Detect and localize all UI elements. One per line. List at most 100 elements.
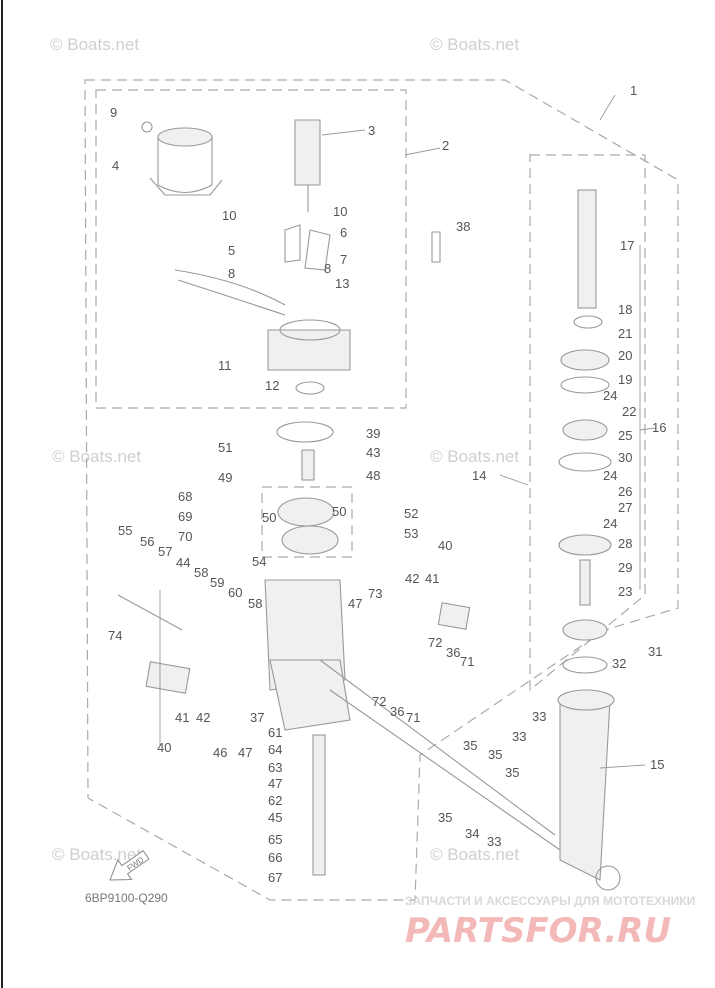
callout-52: 52	[404, 506, 418, 521]
callout-19: 19	[618, 372, 632, 387]
callout-40: 40	[438, 538, 452, 553]
watermarks: © Boats.net © Boats.net © Boats.net © Bo…	[50, 35, 519, 864]
end-cover	[267, 329, 351, 371]
callout-38: 38	[456, 219, 470, 234]
callout-27: 27	[618, 500, 632, 515]
callout-10: 10	[222, 208, 236, 223]
bolt-74	[117, 594, 183, 631]
callout-35: 35	[488, 747, 502, 762]
callout-25: 25	[618, 428, 632, 443]
wire-lead	[174, 269, 286, 306]
tube-35	[319, 659, 556, 836]
pump-parts	[117, 449, 561, 876]
callout-67: 67	[268, 870, 282, 885]
callout-44: 44	[176, 555, 190, 570]
callout-5: 5	[228, 243, 235, 258]
callout-47: 47	[268, 776, 282, 791]
callout-33: 33	[487, 834, 501, 849]
callout-29: 29	[618, 560, 632, 575]
callout-34: 34	[465, 826, 479, 841]
callout-41: 41	[425, 571, 439, 586]
bolt-23	[579, 559, 591, 606]
assembly-outline-1	[84, 79, 679, 901]
lead-3	[321, 129, 366, 136]
callout-32: 32	[612, 656, 626, 671]
watermark-boats: © Boats.net	[430, 447, 519, 466]
callout-35: 35	[505, 765, 519, 780]
callout-11: 11	[218, 358, 232, 373]
callout-36: 36	[446, 645, 460, 660]
callout-24: 24	[603, 388, 617, 403]
callout-3: 3	[368, 123, 375, 138]
callout-69: 69	[178, 509, 192, 524]
oring-19	[560, 376, 610, 394]
callout-17: 17	[620, 238, 634, 253]
motor-assembly-outline	[95, 89, 407, 409]
shop-tagline: ЗАПЧАСТИ И АКСЕССУАРЫ ДЛЯ МОТОТЕХНИКИ	[405, 894, 695, 908]
callout-56: 56	[140, 534, 154, 549]
callout-20: 20	[618, 348, 632, 363]
piston-25	[562, 419, 608, 441]
cylinder-top	[557, 689, 615, 711]
callout-33: 33	[532, 709, 546, 724]
callout-68: 68	[178, 489, 192, 504]
bolt-38	[431, 231, 441, 263]
tube-35b	[329, 689, 561, 851]
valve-40b	[437, 602, 471, 630]
callout-26: 26	[618, 484, 632, 499]
oring-13	[279, 319, 341, 341]
lead-1	[599, 94, 616, 121]
callout-31: 31	[648, 644, 662, 659]
callout-8: 8	[324, 261, 331, 276]
callout-13: 13	[335, 276, 349, 291]
callout-6: 6	[340, 225, 347, 240]
seal-18	[573, 315, 603, 329]
brush-holder	[284, 224, 301, 263]
callout-22: 22	[622, 404, 636, 419]
watermark-boats: © Boats.net	[50, 35, 139, 54]
callout-42: 42	[196, 710, 210, 725]
callout-74: 74	[108, 628, 122, 643]
callout-36: 36	[390, 704, 404, 719]
cap-20	[560, 349, 610, 371]
fwd-arrow-icon: FWD	[109, 849, 150, 881]
washer-28	[558, 534, 612, 556]
callout-7: 7	[340, 252, 347, 267]
diagram-code: 6BP9100-Q290	[85, 891, 168, 905]
callout-35: 35	[438, 810, 452, 825]
lead-2	[404, 147, 441, 156]
callout-16: 16	[652, 420, 666, 435]
cylinder-15	[559, 699, 611, 881]
callout-39: 39	[366, 426, 380, 441]
callout-65: 65	[268, 832, 282, 847]
leader-lines	[159, 94, 656, 769]
callout-58: 58	[248, 596, 262, 611]
callout-43: 43	[366, 445, 380, 460]
callout-30: 30	[618, 450, 632, 465]
manifold	[269, 659, 351, 731]
gear-pump-50	[277, 497, 335, 527]
armature	[294, 119, 321, 186]
motor-parts	[141, 119, 441, 443]
callout-42: 42	[405, 571, 419, 586]
callout-12: 12	[265, 378, 279, 393]
callout-55: 55	[118, 523, 132, 538]
callout-14: 14	[472, 468, 486, 483]
callout-72: 72	[372, 694, 386, 709]
valve-40	[145, 661, 191, 694]
callout-28: 28	[618, 536, 632, 551]
callout-9: 9	[110, 105, 117, 120]
cylinder-eye	[595, 865, 621, 891]
callout-18: 18	[618, 302, 632, 317]
callout-4: 4	[112, 158, 119, 173]
callout-45: 45	[268, 810, 282, 825]
callout-62: 62	[268, 793, 282, 808]
callout-70: 70	[178, 529, 192, 544]
callout-labels: 1 2 3 4 5 6 7 8 8 9 10 10 11 12 13 14 15…	[108, 83, 666, 885]
callout-47: 47	[238, 745, 252, 760]
tilt-cylinder-parts	[557, 189, 621, 891]
shop-logo: PARTSFOR.RU	[405, 911, 671, 951]
callout-50: 50	[332, 504, 346, 519]
lead-16	[639, 427, 656, 431]
gear-pump-50b	[281, 525, 339, 555]
